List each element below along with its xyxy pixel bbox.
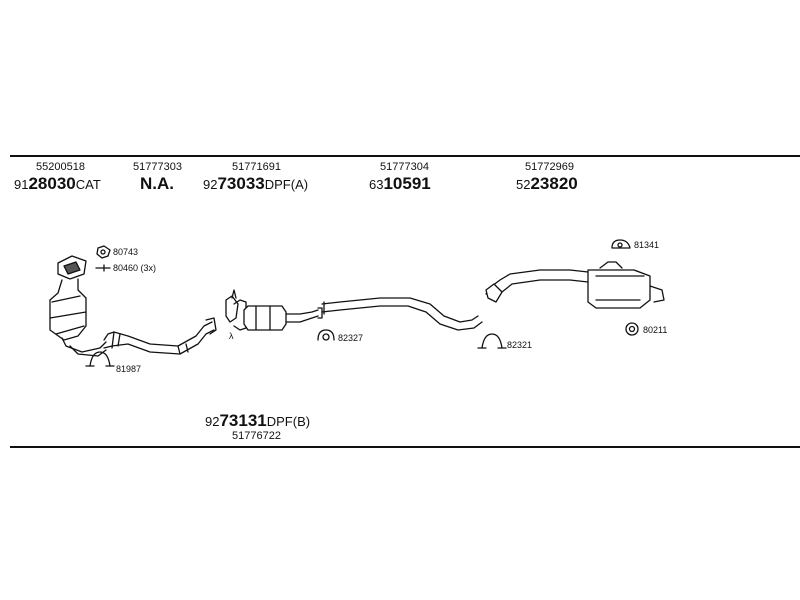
code-rear-silencer: 5223820 (516, 174, 578, 193)
dpf-drawing (225, 289, 323, 331)
catalytic-converter-drawing (49, 255, 107, 357)
code-main: N.A. (140, 174, 174, 193)
clamp-rear-icon (477, 333, 507, 349)
rear-silencer-drawing (485, 261, 665, 309)
part-number-dpf-a: 51771691 (232, 161, 281, 173)
code-dpf-a: 9273033DPF(A) (203, 174, 309, 193)
code-suffix: DPF(B) (266, 414, 311, 429)
code-prefix: 91 (14, 177, 29, 192)
callout-clamp-mid: 82327 (338, 333, 364, 343)
part-number-front-pipe: 51777303 (133, 161, 182, 173)
part-number-rear-silencer: 51772969 (525, 161, 574, 173)
code-suffix: CAT (75, 177, 101, 192)
code-main: 73033 (217, 174, 265, 193)
front-pipe-drawing (103, 317, 217, 355)
code-main: 73131 (219, 411, 267, 430)
gasket-icon (96, 245, 111, 259)
callout-ring-hanger: 80211 (643, 325, 668, 335)
bolt-icon (95, 264, 111, 272)
code-prefix: 63 (369, 177, 384, 192)
code-prefix: 92 (203, 177, 218, 192)
lambda-sensor-mark: λ (229, 331, 234, 341)
code-main: 10591 (383, 174, 431, 193)
ring-hanger-icon (625, 322, 639, 336)
code-prefix: 52 (516, 177, 531, 192)
code-dpf-b: 9273131DPF(B) (205, 411, 311, 430)
bottom-rule (10, 446, 800, 448)
callout-clamp-front: 81987 (116, 364, 142, 374)
code-cat: 9128030CAT (14, 174, 101, 193)
clamp-mid-icon (317, 329, 335, 341)
part-number-middle-pipe: 51777304 (380, 161, 429, 173)
code-middle-pipe: 6310591 (369, 174, 431, 193)
code-main: 23820 (530, 174, 578, 193)
callout-gasket: 80743 (113, 247, 139, 257)
part-number-dpf-b: 51776722 (232, 430, 281, 442)
top-rule (10, 155, 800, 157)
part-number-cat: 55200518 (36, 161, 85, 173)
callout-nut-bolt: 80460 (3x) (113, 263, 157, 273)
code-main: 28030 (28, 174, 76, 193)
code-prefix: 92 (205, 414, 220, 429)
callout-clamp-rear: 82321 (507, 340, 533, 350)
code-front-pipe: N.A. (140, 174, 174, 193)
middle-pipe-drawing (321, 297, 483, 331)
code-suffix: DPF(A) (264, 177, 309, 192)
rubber-hanger-icon (611, 239, 631, 249)
clamp-front-icon (85, 351, 115, 367)
callout-rubber-hanger: 81341 (634, 240, 660, 250)
